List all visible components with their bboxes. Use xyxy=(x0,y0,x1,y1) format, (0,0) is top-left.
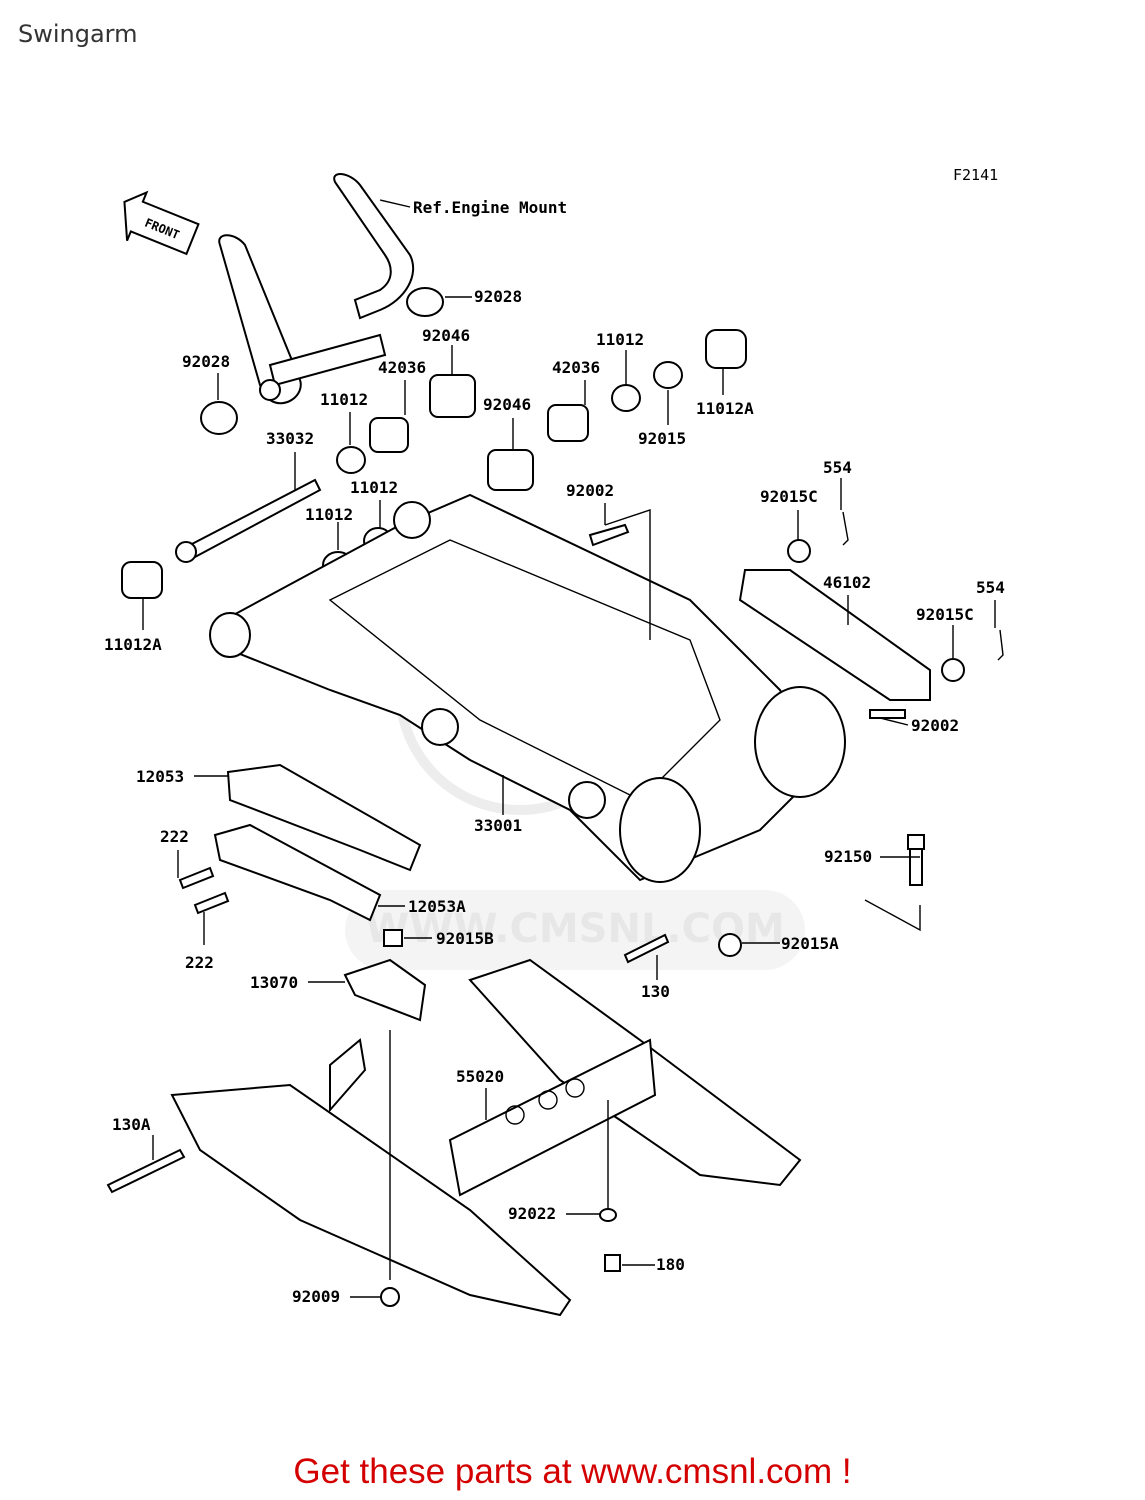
swingarm-body xyxy=(209,493,846,883)
label-ref-engine-mount: Ref.Engine Mount xyxy=(413,198,567,217)
part-labels: Ref.Engine Mount 92028 92028 92046 42036… xyxy=(104,198,1005,1306)
chain-slider xyxy=(213,763,422,922)
lower-chain-cover xyxy=(170,1038,572,1317)
swingarm-diagram: WWW.CMSNL.COM FRONT xyxy=(104,173,1005,1317)
chain-guard xyxy=(448,958,802,1197)
label-92022: 92022 xyxy=(508,1204,556,1223)
label-180: 180 xyxy=(656,1255,685,1274)
label-130A: 130A xyxy=(112,1115,151,1134)
label-130: 130 xyxy=(641,982,670,1001)
chain-guide xyxy=(343,958,427,1022)
pivot-shaft xyxy=(175,478,322,563)
label-92015B: 92015B xyxy=(436,929,494,948)
label-92015C-top: 92015C xyxy=(760,487,818,506)
label-92046-top: 92046 xyxy=(422,326,470,345)
label-42036-right: 42036 xyxy=(552,358,600,377)
tie-rod xyxy=(738,569,931,701)
label-222-bottom: 222 xyxy=(185,953,214,972)
label-92150: 92150 xyxy=(824,847,872,866)
label-92046-mid: 92046 xyxy=(483,395,531,414)
label-92028-left: 92028 xyxy=(182,352,230,371)
label-11012A-right: 11012A xyxy=(696,399,754,418)
label-92002-top: 92002 xyxy=(566,481,614,500)
label-92002-right: 92002 xyxy=(911,716,959,735)
label-11012-a: 11012 xyxy=(596,330,644,349)
label-92015: 92015 xyxy=(638,429,686,448)
label-11012-c: 11012 xyxy=(350,478,398,497)
figure-code: F2141 xyxy=(953,166,999,184)
page-title: Swingarm xyxy=(18,20,138,48)
label-12053: 12053 xyxy=(136,767,184,786)
label-42036-left: 42036 xyxy=(378,358,426,377)
engine-mount-bracket xyxy=(218,173,415,405)
label-554-top: 554 xyxy=(823,458,852,477)
label-11012-d: 11012 xyxy=(305,505,353,524)
label-46102: 46102 xyxy=(823,573,871,592)
label-92009: 92009 xyxy=(292,1287,340,1306)
label-12053A: 12053A xyxy=(408,897,466,916)
label-13070: 13070 xyxy=(250,973,298,992)
label-55020: 55020 xyxy=(456,1067,504,1086)
label-554-right: 554 xyxy=(976,578,1005,597)
label-33032: 33032 xyxy=(266,429,314,448)
front-arrow-icon: FRONT xyxy=(123,190,200,256)
cta-link[interactable]: Get these parts at www.cmsnl.com ! xyxy=(293,1452,852,1491)
label-222-top: 222 xyxy=(160,827,189,846)
label-92015C-right: 92015C xyxy=(916,605,974,624)
leader-lines xyxy=(142,199,996,1298)
watermark-text: WWW.CMSNL.COM xyxy=(365,906,785,952)
label-33001: 33001 xyxy=(474,816,522,835)
label-92015A: 92015A xyxy=(781,934,839,953)
label-92028-top: 92028 xyxy=(474,287,522,306)
label-11012-b: 11012 xyxy=(320,390,368,409)
label-11012A-left: 11012A xyxy=(104,635,162,654)
